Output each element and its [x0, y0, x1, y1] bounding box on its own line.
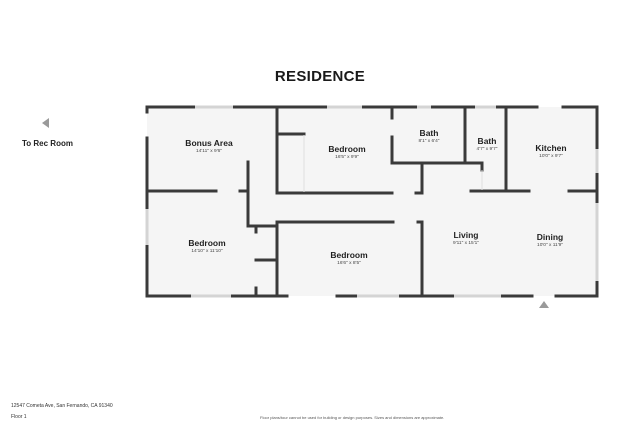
disclaimer-text: Floor plans/tour cannot be used for buil… — [260, 415, 445, 420]
rec-room-label: To Rec Room — [22, 139, 73, 148]
room-name: Living — [453, 230, 479, 240]
room-bath-2: Bath 4'7" x 9'7" — [477, 136, 498, 153]
room-dimensions: 14'11" x 9'6" — [196, 149, 222, 154]
room-dimensions: 10'0" x 11'9" — [537, 243, 563, 248]
room-bonus-area: Bonus Area 14'11" x 9'6" — [185, 138, 232, 155]
room-bedroom-middle: Bedroom 16'6" x 8'5" — [330, 250, 367, 267]
triangle-up-entry-icon — [539, 301, 549, 308]
room-dimensions: 16'5" x 9'9" — [335, 155, 359, 160]
room-name: Bedroom — [330, 250, 368, 260]
plan-title: RESIDENCE — [274, 68, 366, 85]
room-name: Bedroom — [328, 144, 366, 154]
room-bath-1: Bath 8'1" x 6'4" — [419, 128, 440, 145]
room-name: Bonus Area — [185, 138, 233, 148]
room-name: Bath — [477, 136, 497, 146]
room-bedroom-top: Bedroom 16'5" x 9'9" — [328, 144, 365, 161]
room-dimensions: 10'0" x 9'7" — [539, 154, 563, 159]
triangle-left-arrow-icon — [42, 118, 49, 128]
room-dimensions: 4'7" x 9'7" — [476, 147, 498, 152]
room-kitchen: Kitchen 10'0" x 9'7" — [535, 143, 566, 160]
room-dining: Dining 10'0" x 11'9" — [537, 232, 563, 249]
room-name: Dining — [536, 232, 564, 242]
room-name: Kitchen — [535, 143, 567, 153]
room-living: Living 9'11" x 15'1" — [453, 230, 479, 247]
room-dimensions: 8'1" x 6'4" — [418, 139, 440, 144]
property-address: 12547 Cometa Ave, San Fernando, CA 91340 — [11, 403, 113, 409]
floor-label: Floor 1 — [11, 414, 27, 420]
room-dimensions: 16'6" x 8'5" — [337, 261, 361, 266]
room-bedroom-left: Bedroom 14'10" x 11'10" — [188, 238, 225, 255]
room-name: Bedroom — [188, 238, 226, 248]
room-dimensions: 14'10" x 11'10" — [191, 249, 223, 254]
room-name: Bath — [419, 128, 439, 138]
room-dimensions: 9'11" x 15'1" — [453, 241, 479, 246]
